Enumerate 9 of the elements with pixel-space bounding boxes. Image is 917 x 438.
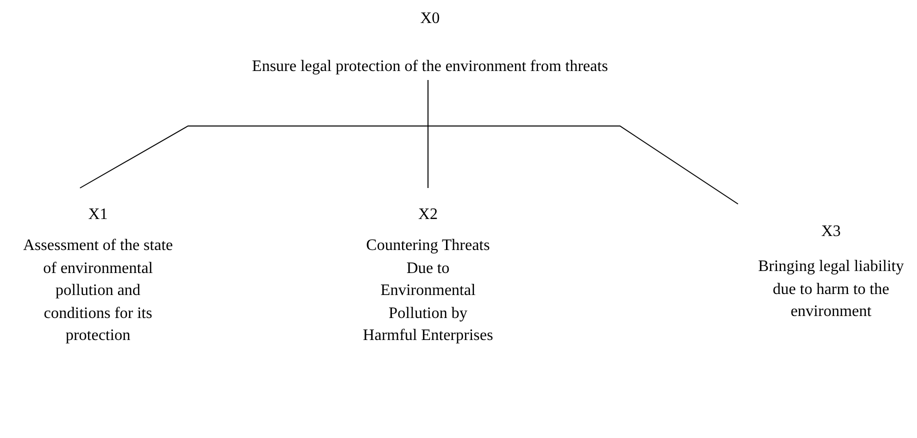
node-description: Assessment of the state of environmental pollution and conditions for its protection bbox=[22, 236, 174, 346]
node-description: Countering Threats Due to Environmental Pollution by Harmful Enterprises bbox=[362, 236, 494, 346]
node-description: Ensure legal protection of the environment from threats bbox=[252, 57, 608, 77]
connector-line bbox=[428, 80, 738, 204]
node-description: Bringing legal liability due to harm to the environment bbox=[757, 257, 905, 322]
node-id: X1 bbox=[88, 205, 108, 225]
node-id: X0 bbox=[420, 9, 440, 29]
node-id: X3 bbox=[821, 222, 841, 242]
node-id: X2 bbox=[418, 205, 438, 225]
